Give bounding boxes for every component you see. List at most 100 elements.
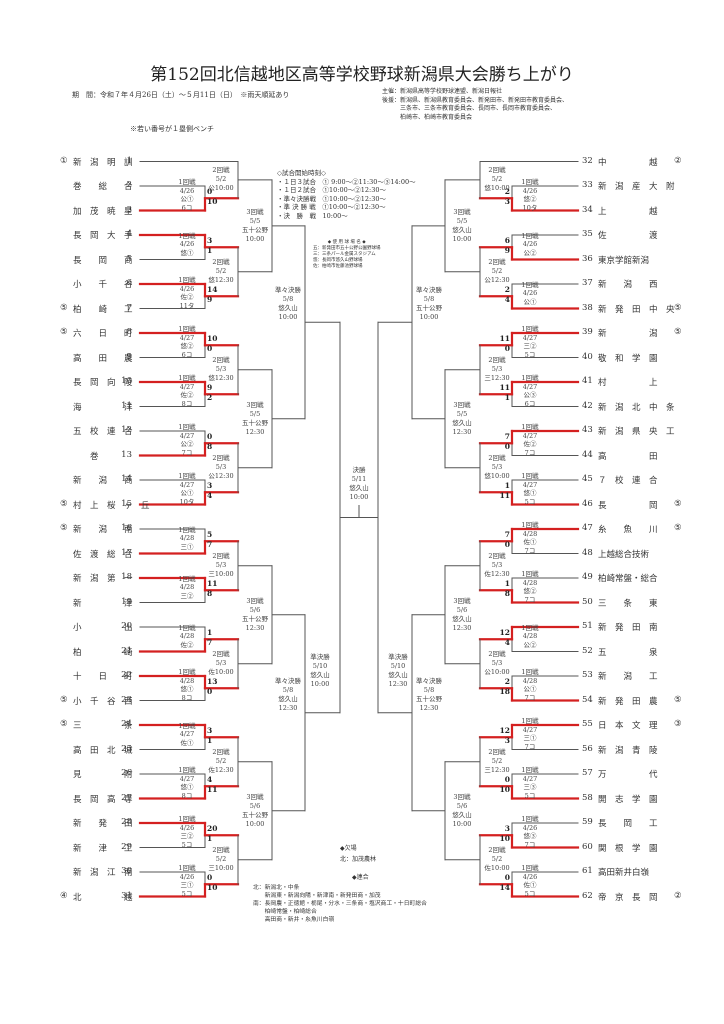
round2-info: 2回戦 xyxy=(488,165,506,174)
team-number: 3 xyxy=(126,204,132,215)
round1-info: 佐① xyxy=(180,738,194,747)
round3-info: 五十公野 xyxy=(242,225,268,234)
round2-info: 三10:00 xyxy=(208,863,234,872)
round1-info: 5コ xyxy=(181,889,193,898)
round3-info: 五十公野 xyxy=(242,810,268,819)
team-name: 糸 魚 川 xyxy=(598,525,658,535)
final-info: 悠久山 xyxy=(349,483,369,492)
team-name: 新 発 田 農 xyxy=(598,696,658,707)
round1-info: 7コ xyxy=(524,595,536,604)
round2-info: 2回戦 xyxy=(488,453,506,462)
score-label: 10 xyxy=(207,334,218,344)
team-number: 6 xyxy=(126,278,132,288)
round1-info: 公② xyxy=(180,440,194,449)
team-number: 18 xyxy=(121,572,132,582)
team-name: 村 上 桜 ヶ 丘 xyxy=(73,500,150,511)
round3-info: 悠久山 xyxy=(452,225,472,234)
team-name: 新 発 田 中 央 xyxy=(598,304,675,315)
team-name: 五 校 連 合 xyxy=(73,427,133,437)
round1-info: 4/27 xyxy=(522,480,538,489)
round1-info: 4/27 xyxy=(179,333,195,342)
semifinal-info: 準決勝 xyxy=(310,653,330,661)
score-label: 0 xyxy=(207,344,213,354)
round1-info: 悠③ xyxy=(523,832,537,841)
qf-info: 10:00 xyxy=(278,313,298,322)
round1-info: 6コ xyxy=(181,350,193,359)
round1-info: 1回戦 xyxy=(178,178,196,187)
score-label: 7 xyxy=(207,638,213,648)
round2-info: 悠12:30 xyxy=(208,373,234,382)
team-number: 34 xyxy=(582,204,593,215)
round1-info: 4/26 xyxy=(179,823,195,832)
combined-line: 北：新潟北・中条 xyxy=(253,885,300,891)
round1-info: 公① xyxy=(180,489,194,498)
score-label: 0 xyxy=(207,687,213,697)
semifinal-info: 12:30 xyxy=(388,680,408,688)
seed-badge: ⑤ xyxy=(674,498,682,509)
team-number: 42 xyxy=(582,400,593,411)
score-label: 0 xyxy=(504,873,510,883)
round2-info: 5/3 xyxy=(491,658,503,667)
score-label: 4 xyxy=(207,491,213,501)
semifinal-info: 5/10 xyxy=(390,662,406,670)
round1-info: 1回戦 xyxy=(521,280,539,289)
team-number: 2 xyxy=(126,180,132,190)
combined-line: 柏崎常盤・柏崎総合 xyxy=(253,909,317,915)
score-label: 11 xyxy=(499,334,510,344)
round2-info: 三10:00 xyxy=(208,569,234,578)
round1-info: 1回戦 xyxy=(178,325,196,334)
venue-line: 悠：長岡市悠久山野球場 xyxy=(313,258,363,263)
score-label: 6 xyxy=(504,236,510,246)
score-label: 10 xyxy=(499,785,510,795)
round1-info: 1回戦 xyxy=(178,472,196,481)
round1-info: 佐② xyxy=(180,640,194,649)
round2-info: 2回戦 xyxy=(212,355,230,364)
start-time-line: ・準 決 勝 戦 ①10:00～②12:30～ xyxy=(277,203,386,211)
team-name: 佐 渡 xyxy=(598,231,658,241)
team-name: 関 根 学 園 xyxy=(598,843,658,854)
round1-info: 1回戦 xyxy=(521,231,539,240)
round1-info: 4/27 xyxy=(179,774,195,783)
team-name: 高 田 北 城 xyxy=(73,745,133,756)
round2-info: 公12:30 xyxy=(484,275,510,284)
seed-badge: ⑤ xyxy=(674,523,682,533)
absent-lines: 北：加茂農林 xyxy=(340,855,376,864)
round3-info: 12:30 xyxy=(245,427,265,436)
team-name: 新 潟 県 央 工 xyxy=(598,427,675,437)
period-text: 期 間：令和７年４月26日（土）～５月11日（日） ※雨天順延あり xyxy=(72,91,290,99)
score-label: 8 xyxy=(207,442,213,452)
round2-info: 公12:30 xyxy=(208,471,234,480)
score-label: 0 xyxy=(504,344,510,354)
round1-info: 三② xyxy=(180,832,194,841)
team-number: 1 xyxy=(126,155,132,166)
team-number: 23 xyxy=(121,694,132,705)
start-time-line: ・準々決勝戦 ①10:00～②12:30～ xyxy=(277,194,386,203)
round1-info: 7コ xyxy=(181,448,193,457)
qf-info: 準々決勝 xyxy=(416,286,442,295)
absent-line: 北：加茂農林 xyxy=(340,856,377,863)
team-number: 56 xyxy=(582,743,593,754)
qf-info: 10:00 xyxy=(419,313,439,322)
score-label: 11 xyxy=(499,491,510,501)
round3-info: 5/5 xyxy=(249,216,261,225)
team-number: 60 xyxy=(582,841,593,852)
round3-info: 3回戦 xyxy=(246,207,264,216)
round2-info: 5/2 xyxy=(215,854,227,863)
round1-info: 1回戦 xyxy=(521,668,539,677)
team-name: 帝 京 長 岡 xyxy=(598,892,658,903)
round1-info: 5コ xyxy=(524,889,536,898)
team-name: ７ 校 連 合 xyxy=(598,476,658,486)
team-number: 28 xyxy=(121,817,132,827)
round3-info: 12:30 xyxy=(452,427,472,436)
round3-info: 12:30 xyxy=(452,623,472,632)
score-label: 0 xyxy=(504,442,510,452)
score-label: 2 xyxy=(504,677,510,687)
score-label: 7 xyxy=(504,432,510,442)
round1-info: 公② xyxy=(523,248,537,257)
team-number: 50 xyxy=(582,596,593,607)
qf-info: 悠久山 xyxy=(278,304,298,313)
round1-info: 4/27 xyxy=(522,333,538,342)
team-number: 14 xyxy=(121,474,132,484)
venue-line: 五：新発田市五十公野公園野球場 xyxy=(313,246,381,251)
